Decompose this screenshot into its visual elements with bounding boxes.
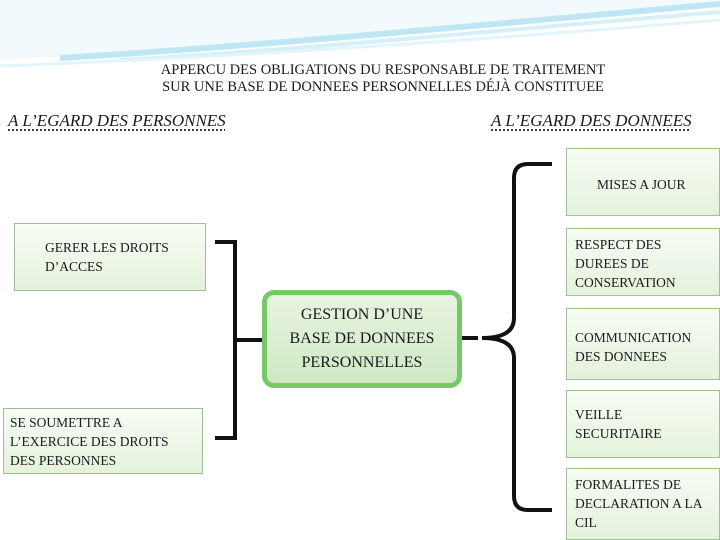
- box-veille-securitaire: VEILLE SECURITAIRE: [566, 390, 720, 458]
- heading-persons: A L’EGARD DES PERSONNES: [8, 111, 226, 130]
- box-line: SE SOUMETTRE A: [10, 415, 123, 430]
- box-line: COMMUNICATION: [575, 330, 692, 345]
- box-communication-donnees: COMMUNICATION DES DONNEES: [566, 308, 720, 380]
- center-line-1: GESTION D’UNE: [300, 306, 424, 323]
- center-box-gestion: GESTION D’UNE BASE DE DONNEES PERSONNELL…: [262, 290, 462, 388]
- right-curly-brace: [481, 162, 552, 512]
- box-line: SECURITAIRE: [575, 426, 662, 441]
- box-line: GERER LES DROITS: [45, 240, 169, 255]
- box-line: DES DONNEES: [575, 349, 667, 364]
- box-formalites-declaration: FORMALITES DE DECLARATION A LA CIL: [566, 468, 720, 540]
- box-line: CONSERVATION: [575, 275, 676, 290]
- left-bracket: [215, 240, 237, 440]
- box-line: VEILLE: [575, 407, 623, 422]
- box-line: DUREES DE: [575, 256, 649, 271]
- box-line: D’ACCES: [45, 259, 103, 274]
- header-swoosh-decoration: [0, 0, 720, 68]
- box-durees-conservation: RESPECT DES DUREES DE CONSERVATION: [566, 228, 720, 296]
- box-line: L’EXERCICE DES DROITS: [10, 434, 169, 449]
- title-line-2: SUR UNE BASE DE DONNEES PERSONNELLES DÉJ…: [162, 79, 604, 95]
- box-line: CIL: [575, 515, 597, 530]
- box-line: MISES A JOUR: [597, 177, 686, 192]
- box-gerer-droits-acces: GERER LES DROITS D’ACCES: [14, 223, 206, 291]
- diagram-title: APPERCU DES OBLIGATIONS DU RESPONSABLE D…: [0, 62, 720, 96]
- center-line-2: BASE DE DONNEES: [289, 330, 435, 347]
- heading-data: A L’EGARD DES DONNEES: [491, 111, 692, 130]
- title-line-1: APPERCU DES OBLIGATIONS DU RESPONSABLE D…: [160, 62, 606, 78]
- box-line: FORMALITES DE: [575, 477, 682, 492]
- box-line: DECLARATION A LA: [575, 496, 703, 511]
- box-line: RESPECT DES: [575, 237, 662, 252]
- box-line: DES PERSONNES: [10, 453, 117, 468]
- box-exercice-droits: SE SOUMETTRE A L’EXERCICE DES DROITS DES…: [3, 408, 203, 474]
- box-mises-a-jour: MISES A JOUR: [566, 148, 720, 216]
- center-line-3: PERSONNELLES: [301, 354, 423, 371]
